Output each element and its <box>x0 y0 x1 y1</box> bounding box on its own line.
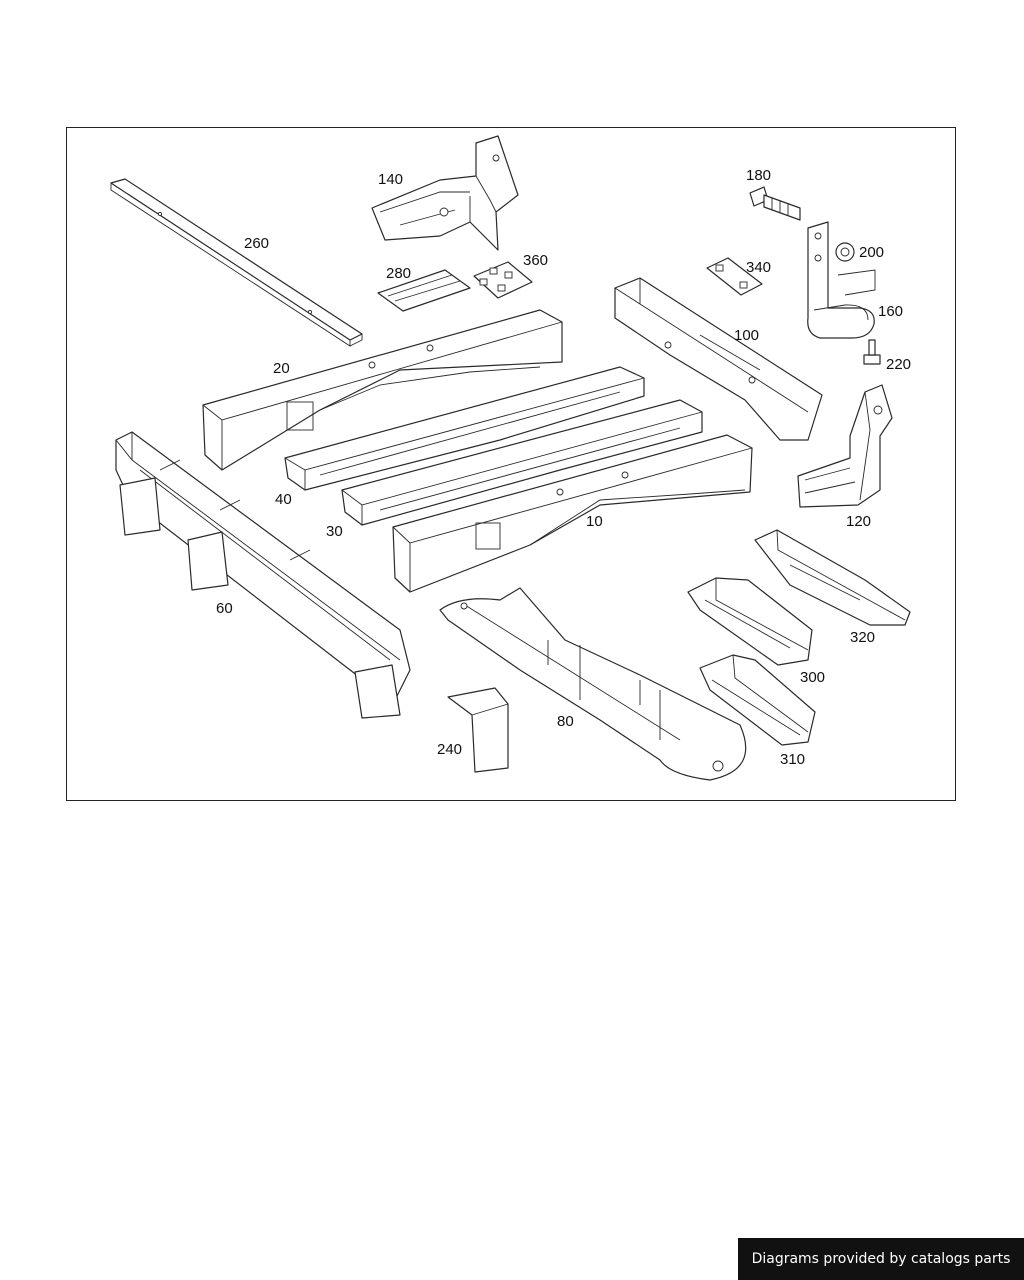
part-280-strip[interactable] <box>377 269 471 312</box>
credit-badge: Diagrams provided by catalogs parts <box>738 1238 1024 1280</box>
part-340-plate[interactable] <box>706 257 763 296</box>
part-240-bracket[interactable] <box>447 687 509 773</box>
callout-80: 80 <box>557 713 574 730</box>
part-260-floor-bar[interactable] <box>110 178 363 347</box>
part-20-side-rail[interactable] <box>202 309 563 471</box>
callout-220: 220 <box>886 356 911 373</box>
part-200-nut[interactable] <box>835 242 855 262</box>
part-120-bracket[interactable] <box>797 384 893 508</box>
callout-10: 10 <box>586 513 603 530</box>
callout-240: 240 <box>437 741 462 758</box>
callout-60: 60 <box>216 600 233 617</box>
part-300-reinforcement[interactable] <box>687 577 813 666</box>
part-220-bolt[interactable] <box>863 339 881 365</box>
callout-320: 320 <box>850 629 875 646</box>
callout-280: 280 <box>386 265 411 282</box>
callout-310: 310 <box>780 751 805 768</box>
part-10-main-rail[interactable] <box>392 434 753 593</box>
callout-300: 300 <box>800 669 825 686</box>
callout-30: 30 <box>326 523 343 540</box>
part-30-rail[interactable] <box>341 399 703 526</box>
part-310-reinforcement[interactable] <box>699 654 816 746</box>
callout-160: 160 <box>878 303 903 320</box>
callout-360: 360 <box>523 252 548 269</box>
part-160-hook[interactable] <box>807 221 876 339</box>
callout-260: 260 <box>244 235 269 252</box>
part-100-crossmember[interactable] <box>614 277 823 441</box>
part-320-reinforcement[interactable] <box>754 529 911 626</box>
part-80-floor-member[interactable] <box>439 587 747 781</box>
part-180-bolt[interactable] <box>749 186 801 221</box>
callout-120: 120 <box>846 513 871 530</box>
part-60-front-crossmember[interactable] <box>115 431 411 719</box>
callout-40: 40 <box>275 491 292 508</box>
callout-100: 100 <box>734 327 759 344</box>
part-40-rail[interactable] <box>284 366 645 491</box>
callout-180: 180 <box>746 167 771 184</box>
part-140-bracket[interactable] <box>371 135 519 251</box>
callout-340: 340 <box>746 259 771 276</box>
callout-140: 140 <box>378 171 403 188</box>
part-360-plate[interactable] <box>473 261 533 299</box>
callout-200: 200 <box>859 244 884 261</box>
callout-20: 20 <box>273 360 290 377</box>
